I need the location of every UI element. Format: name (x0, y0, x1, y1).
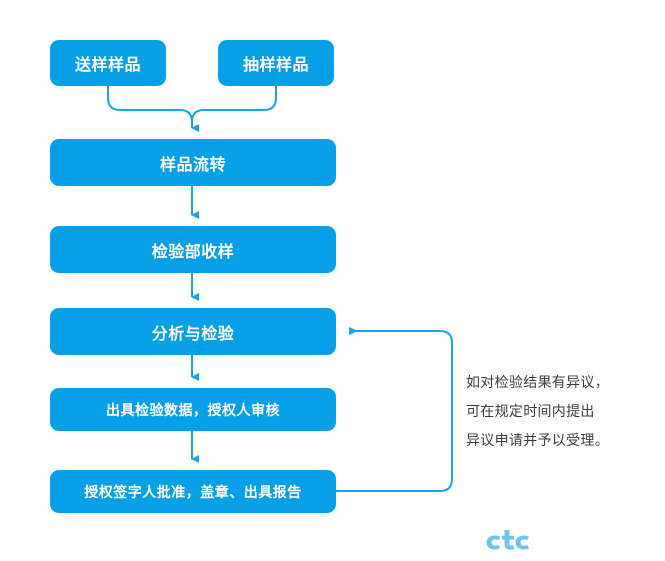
node-fenxi[interactable]: 分析与检验 (50, 308, 336, 355)
note-line-1: 如对检验结果有异议， (466, 374, 609, 390)
note-line-2: 可在规定时间内提出 (466, 403, 595, 419)
feedback-note: 如对检验结果有异议， 可在规定时间内提出 异议申请并予以受理。 (466, 368, 626, 455)
connector-merge-top-right (191, 86, 277, 123)
connector-feedback-loop (336, 327, 453, 492)
connector-merge-top (107, 86, 199, 132)
node-chuju[interactable]: 出具检验数据，授权人审核 (50, 388, 336, 431)
node-songyang[interactable]: 送样样品 (50, 40, 166, 86)
node-chouyang[interactable]: 抽样样品 (218, 40, 334, 86)
ctc-logo (486, 530, 529, 550)
node-shouquan[interactable]: 授权签字人批准，盖章、出具报告 (50, 470, 336, 513)
note-line-3: 异议申请并予以受理。 (466, 432, 609, 448)
node-liuzhuan[interactable]: 样品流转 (50, 139, 336, 186)
node-shouyang[interactable]: 检验部收样 (50, 226, 336, 273)
